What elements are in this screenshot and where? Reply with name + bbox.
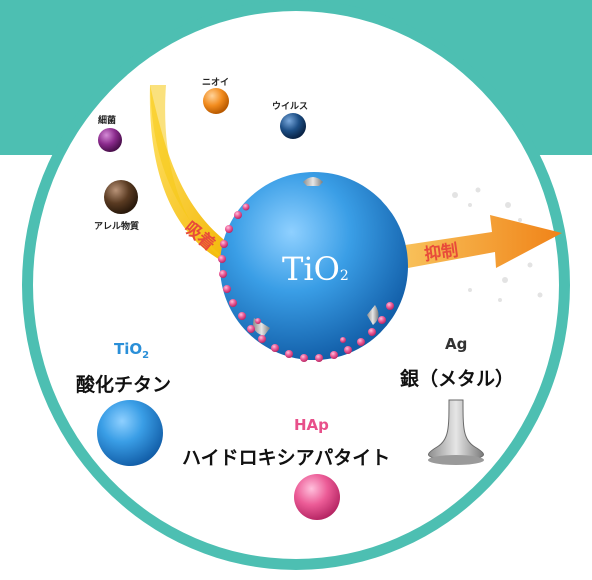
virus-label: ウイルス — [272, 102, 309, 112]
allergen-label: アレル物質 — [94, 222, 140, 232]
suppress-label: 抑制 — [423, 240, 460, 266]
bacteria-particle-icon — [98, 128, 122, 152]
ag-legend-icon — [428, 399, 484, 465]
hap-legend-symbol: HAp — [294, 416, 329, 434]
hap-legend-sphere — [294, 474, 340, 520]
hap-beads — [218, 203, 394, 362]
bacteria-label: 細菌 — [98, 116, 117, 126]
allergen-particle-icon — [104, 180, 138, 214]
tio2-legend-name: 酸化チタン — [76, 374, 172, 396]
tio2-legend-symbol: TiO2 — [114, 340, 150, 361]
adsorb-arrow-tail — [150, 85, 236, 268]
core-label: TiO2 — [282, 250, 349, 288]
virus-particle-icon — [280, 113, 306, 139]
tio2-legend-sphere — [97, 400, 163, 466]
tio2-core-sphere — [220, 172, 408, 360]
suppress-arrow — [405, 215, 562, 268]
dispersed-particles — [452, 187, 543, 302]
ag-legend-name: 銀（メタル） — [400, 368, 515, 390]
smell-particle-icon — [203, 88, 229, 114]
ag-legend-symbol: Ag — [445, 335, 468, 353]
hap-legend-name: ハイドロキシアパタイト — [182, 447, 391, 469]
smell-label: ニオイ — [202, 78, 230, 88]
